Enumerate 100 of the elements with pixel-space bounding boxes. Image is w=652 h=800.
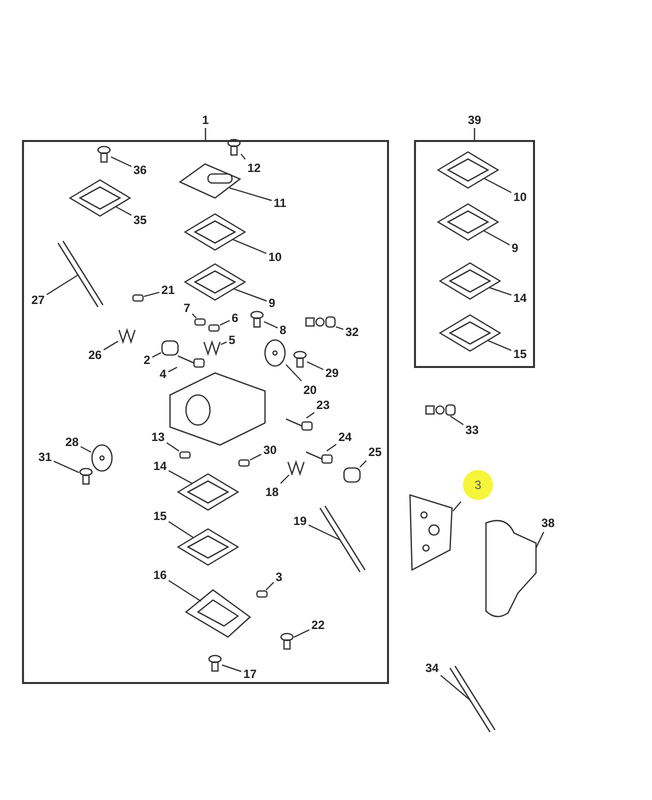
callout-number: 20: [303, 383, 317, 397]
screw-drawing: [250, 310, 264, 328]
kit-frame: [22, 140, 389, 684]
callout-number: 25: [368, 445, 382, 459]
housing-drawing: [485, 519, 537, 618]
needle-drawing: [177, 355, 205, 368]
leader-line: [308, 524, 340, 541]
callout-number: 6: [232, 311, 238, 325]
callout-number: 36: [133, 163, 147, 177]
gasket-drawing: [437, 203, 499, 241]
callout-number: 5: [228, 333, 236, 347]
callout-number: 4: [160, 367, 166, 381]
leader-line: [46, 274, 78, 296]
gasket-drawing: [184, 263, 246, 301]
callout-number: 31: [38, 450, 52, 464]
gasket-drawing: [439, 262, 501, 300]
needle-drawing: [305, 451, 333, 464]
small-part-drawing: [179, 451, 191, 459]
pin-drawing: [194, 318, 206, 326]
shaft-drawing: [319, 505, 366, 573]
callout-number: 23: [316, 398, 330, 412]
callout-number: 38: [541, 516, 555, 530]
highlight-callout: 3: [463, 470, 493, 500]
callout-number: 3: [276, 570, 282, 584]
leader-line: [240, 154, 246, 160]
small-part-drawing: [256, 590, 268, 598]
callout-number: 32: [345, 325, 359, 339]
leader-line: [229, 187, 272, 202]
leader-line: [294, 629, 310, 638]
callout-number: 18: [265, 485, 279, 499]
leader-line: [266, 582, 274, 590]
leader-line: [232, 238, 267, 254]
callout-number: 7: [184, 301, 190, 315]
callout-number: 15: [513, 347, 527, 361]
leader-line: [336, 326, 344, 330]
callout-number: 14: [513, 291, 527, 305]
leader-line: [440, 674, 470, 700]
leader-line: [110, 156, 132, 167]
leader-line: [53, 460, 80, 474]
callout-number: 10: [513, 190, 527, 204]
gasket-drawing: [184, 213, 246, 251]
callout-number: 28: [65, 435, 79, 449]
callout-number: 11: [274, 196, 286, 210]
callout-number: 16: [153, 568, 167, 582]
valve-set-drawing: [305, 316, 336, 328]
plate-drawing: [409, 494, 453, 571]
leader-line: [360, 460, 367, 468]
disc-drawing: [264, 339, 286, 367]
leader-line: [168, 470, 192, 484]
shaft-drawing: [449, 665, 496, 733]
callout-number: 9: [268, 296, 276, 310]
leader-line: [220, 320, 230, 326]
spring-drawing: [118, 329, 136, 343]
leader-line: [192, 313, 197, 318]
leader-line: [264, 321, 278, 328]
spring-drawing: [203, 341, 221, 355]
leader-line: [286, 364, 302, 382]
callout-number: 33: [465, 423, 479, 437]
screw-drawing: [79, 467, 93, 485]
callout-number: 8: [280, 323, 286, 337]
leader-line: [166, 442, 180, 452]
callout-number: 9: [512, 241, 518, 255]
callout-number: 14: [153, 459, 167, 473]
callout-number: 21: [161, 283, 175, 297]
leader-line: [222, 664, 242, 672]
leader-line: [452, 501, 462, 512]
callout-number: 34: [425, 661, 439, 675]
gasket-drawing: [177, 528, 239, 566]
cap-drawing: [343, 467, 361, 483]
callout-number: 19: [293, 514, 307, 528]
leader-line: [306, 412, 315, 418]
screw-drawing: [227, 138, 241, 156]
leader-line: [250, 454, 262, 461]
valve-set-drawing: [425, 404, 456, 416]
disc-drawing: [91, 444, 113, 472]
leader-line: [306, 361, 324, 370]
callout-number: 22: [311, 618, 325, 632]
leader-line: [220, 342, 227, 345]
leader-line: [103, 340, 118, 350]
screw-drawing: [293, 350, 307, 368]
callout-number: 12: [247, 161, 261, 175]
small-part-drawing: [208, 324, 220, 332]
metering-body-drawing: [185, 589, 251, 638]
shaft-drawing: [57, 240, 104, 308]
gasket-drawing: [437, 151, 499, 189]
cap-drawing: [161, 340, 179, 356]
leader-line: [152, 352, 162, 358]
leader-line: [80, 446, 92, 453]
leader-line: [450, 416, 464, 426]
leader-line: [144, 292, 160, 297]
cover-plate-drawing: [69, 179, 131, 217]
callout-number: 35: [133, 213, 147, 227]
gasket-drawing: [177, 473, 239, 511]
callout-number: 39: [468, 113, 482, 127]
screw-drawing: [208, 654, 222, 672]
callout-number: 17: [243, 667, 257, 681]
callout-number: 15: [153, 509, 167, 523]
callout-number: 26: [88, 348, 102, 362]
callout-number: 30: [263, 443, 277, 457]
leader-line: [115, 206, 132, 216]
